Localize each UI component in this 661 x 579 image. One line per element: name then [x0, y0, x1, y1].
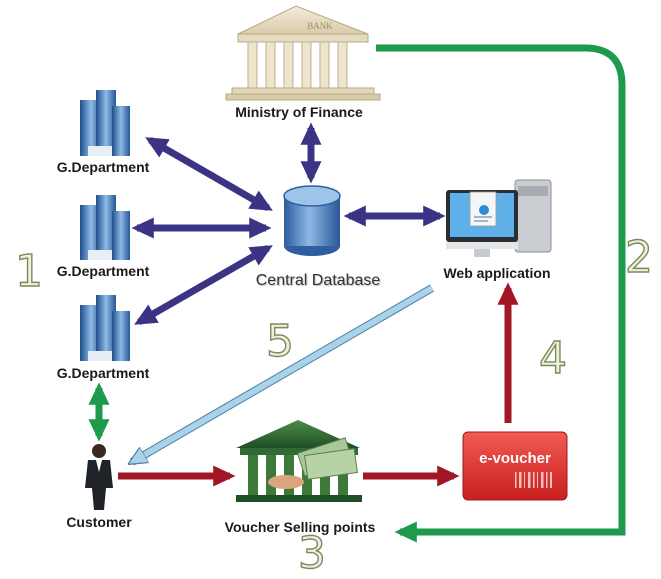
building-icon-dept2 [80, 195, 130, 260]
building-icon-dept1 [80, 90, 130, 156]
evoucher-card [462, 431, 568, 501]
label-g-department-1: G.Department [56, 159, 150, 175]
label-g-department-3: G.Department [56, 365, 150, 381]
bank-sign: BANK [307, 21, 333, 31]
step-number-4: 4 [538, 333, 567, 384]
database-icon [283, 185, 341, 256]
computer-icon [446, 179, 552, 257]
arrow-webapp-customer-fill [132, 285, 434, 462]
label-customer: Customer [66, 514, 132, 530]
step-number-3: 3 [297, 528, 326, 579]
arrows [88, 44, 626, 543]
arrow-dept1-database [145, 136, 273, 212]
label-voucher-selling-points: Voucher Selling points [224, 519, 376, 535]
step-number-5: 5 [265, 316, 294, 367]
step-number-1: 1 [14, 246, 43, 297]
bank-icon [225, 5, 381, 101]
arrow-ministry-voucher-points [376, 44, 626, 543]
label-web-application: Web application [443, 265, 551, 281]
arrow-dept3-database [134, 244, 273, 326]
customer-icon [85, 444, 113, 510]
label-ministry-of-finance: Ministry of Finance [235, 104, 363, 120]
label-central-database: Central Database [255, 272, 381, 289]
label-g-department-2: G.Department [56, 263, 150, 279]
money-icon [268, 437, 358, 489]
label-evoucher: e-voucher [479, 450, 551, 467]
step-number-2: 2 [624, 232, 653, 283]
building-icon-dept3 [80, 295, 130, 361]
